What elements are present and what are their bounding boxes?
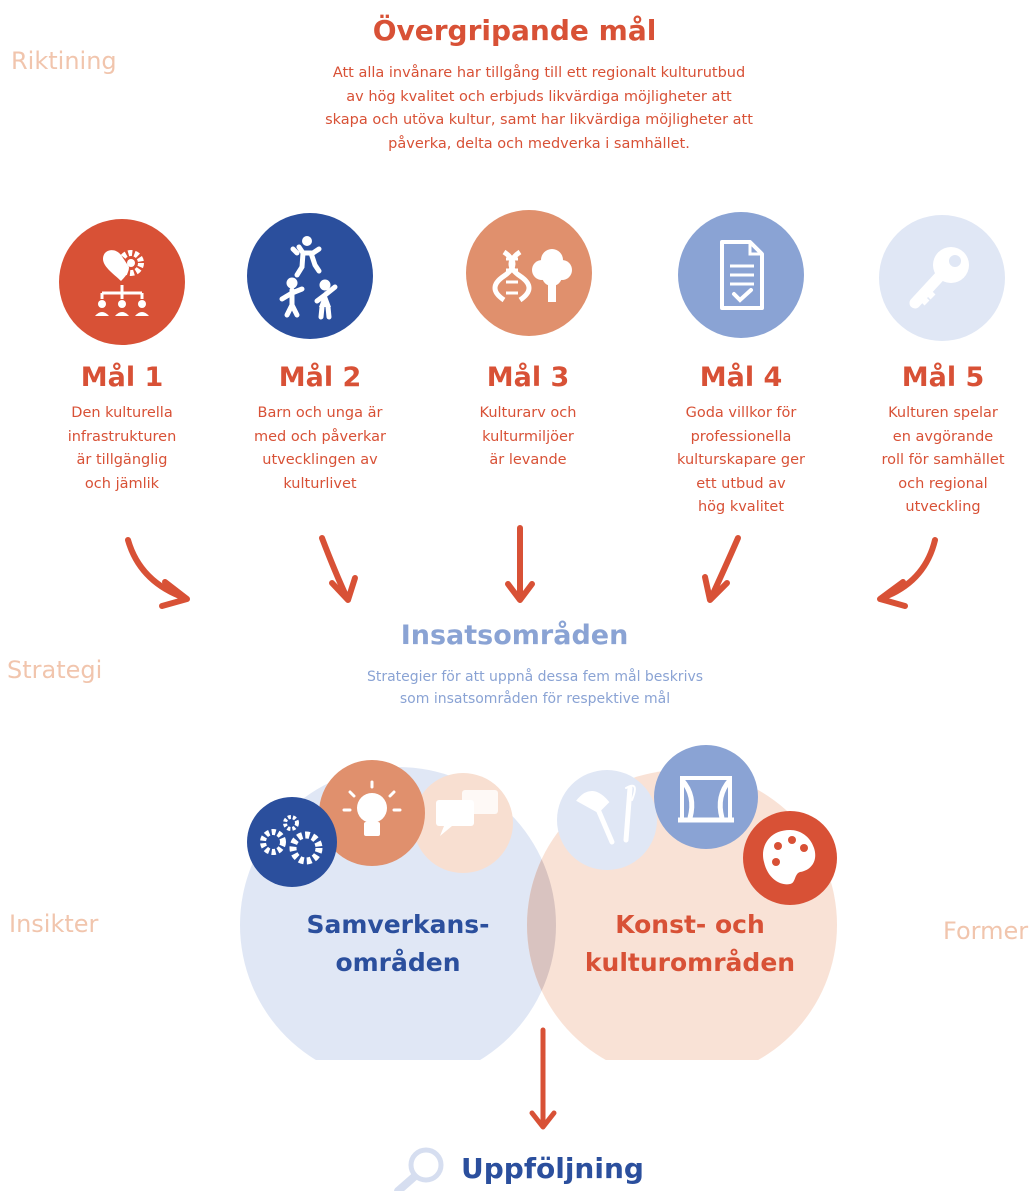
venn-diagram <box>240 745 837 1060</box>
label-strategi: Strategi <box>7 656 103 684</box>
overall-goal-line: påverka, delta och medverka i samhället. <box>388 135 690 152</box>
arrow-2-icon <box>319 535 358 603</box>
goal-2-description: Barn och unga är med och påverkar utveck… <box>240 402 400 496</box>
goal-1-line: och jämlik <box>84 475 160 492</box>
goal-4-title: Mål 4 <box>699 362 783 393</box>
goal-4-circle <box>678 212 804 338</box>
goal-1-description: Den kulturella infrastrukturen är tillgä… <box>42 402 202 496</box>
goal-3-line: Kulturarv och <box>479 405 577 421</box>
heart-gear-people-icon <box>95 250 149 316</box>
goal-4-line: kulturskapare ger <box>677 452 805 468</box>
goal-3-line: kulturmiljöer <box>482 428 574 445</box>
insatsomraden-line: som insatsområden för respektive mål <box>399 691 671 707</box>
goal-2-circle <box>247 213 373 339</box>
stage-circle <box>654 745 758 849</box>
arrow-5-icon <box>877 537 938 609</box>
insatsomraden-description: Strategier för att uppnå dessa fem mål b… <box>300 666 770 710</box>
goal-5-line: roll för samhället <box>881 452 1005 468</box>
goal-1-title: Mål 1 <box>80 362 164 393</box>
arrow-4-icon <box>702 535 741 603</box>
followup-arrow-icon <box>529 1055 557 1130</box>
samverkan-line: Samverkans- <box>306 910 490 939</box>
samverkan-label: Samverkans- områden <box>278 906 518 982</box>
goal-3-line: är levande <box>489 452 567 468</box>
magnifier-icon <box>394 1147 444 1191</box>
goal-3-description: Kulturarv och kulturmiljöer är levande <box>448 402 608 473</box>
goal-arrows <box>125 525 938 609</box>
children-playing-icon <box>279 236 338 320</box>
label-insikter: Insikter <box>9 910 99 938</box>
palette-icon <box>763 830 816 885</box>
goal-2-line: Barn och unga är <box>257 405 383 421</box>
gears-icon <box>260 815 323 865</box>
goal-1-circle <box>59 219 185 345</box>
overall-goal-description: Att alla invånare har tillgång till ett … <box>289 62 789 156</box>
overall-goal-line: av hög kvalitet och erbjuds likvärdiga m… <box>346 88 732 105</box>
goal-1-line: är tillgänglig <box>76 452 168 468</box>
goal-4-description: Goda villkor för professionella kultursk… <box>661 402 821 520</box>
label-former: Former <box>943 917 1029 945</box>
overall-goal-line: Att alla invånare har tillgång till ett … <box>332 65 746 81</box>
goal-4-line: professionella <box>690 428 792 445</box>
document-check-icon <box>720 240 764 310</box>
overall-goal-line: skapa och utöva kultur, samt har likvärd… <box>325 112 753 128</box>
konst-label: Konst- och kulturområden <box>570 906 810 982</box>
goal-5-line: utveckling <box>905 499 981 515</box>
goal-1-line: infrastrukturen <box>67 428 177 445</box>
insatsomraden-title: Insatsområden <box>400 620 629 651</box>
key-icon <box>909 247 969 309</box>
konst-line: kulturområden <box>584 948 796 977</box>
goal-3-title: Mål 3 <box>486 362 570 393</box>
goal-2-line: kulturlivet <box>283 475 357 492</box>
goal-4-line: Goda villkor för <box>685 405 797 421</box>
arrow-3-icon <box>505 525 535 603</box>
goal-5-line: och regional <box>898 475 988 492</box>
goal-2-line: med och påverkar <box>253 428 387 445</box>
goal-5-line: en avgörande <box>892 428 994 445</box>
goal-5-description: Kulturen spelar en avgörande roll för sa… <box>863 402 1023 520</box>
goal-4-line: ett utbud av <box>696 475 786 492</box>
goal-5-circle <box>879 215 1005 341</box>
goal-3-circle <box>466 210 592 336</box>
goal-5-line: Kulturen spelar <box>888 405 998 421</box>
goal-2-title: Mål 2 <box>278 362 362 393</box>
axe-needle-icon <box>576 784 636 845</box>
theater-stage-icon <box>678 776 734 823</box>
goal-1-line: Den kulturella <box>71 405 173 421</box>
goal-2-line: utvecklingen av <box>262 452 378 468</box>
followup-title: Uppföljning <box>461 1152 644 1185</box>
overall-goal-title: Övergripande mål <box>372 14 657 47</box>
konst-line: Konst- och <box>615 910 765 939</box>
dna-tree-icon <box>492 249 572 303</box>
label-riktning: Riktining <box>11 47 117 75</box>
goal-5-title: Mål 5 <box>901 362 985 393</box>
insatsomraden-line: Strategier för att uppnå dessa fem mål b… <box>366 669 704 685</box>
goal-4-line: hög kvalitet <box>697 499 785 515</box>
samverkan-line: områden <box>335 948 461 977</box>
lightbulb-icon <box>342 780 402 836</box>
axe-circle <box>557 770 657 870</box>
speech-bubbles-icon <box>436 790 498 836</box>
arrow-1-icon <box>125 537 190 609</box>
